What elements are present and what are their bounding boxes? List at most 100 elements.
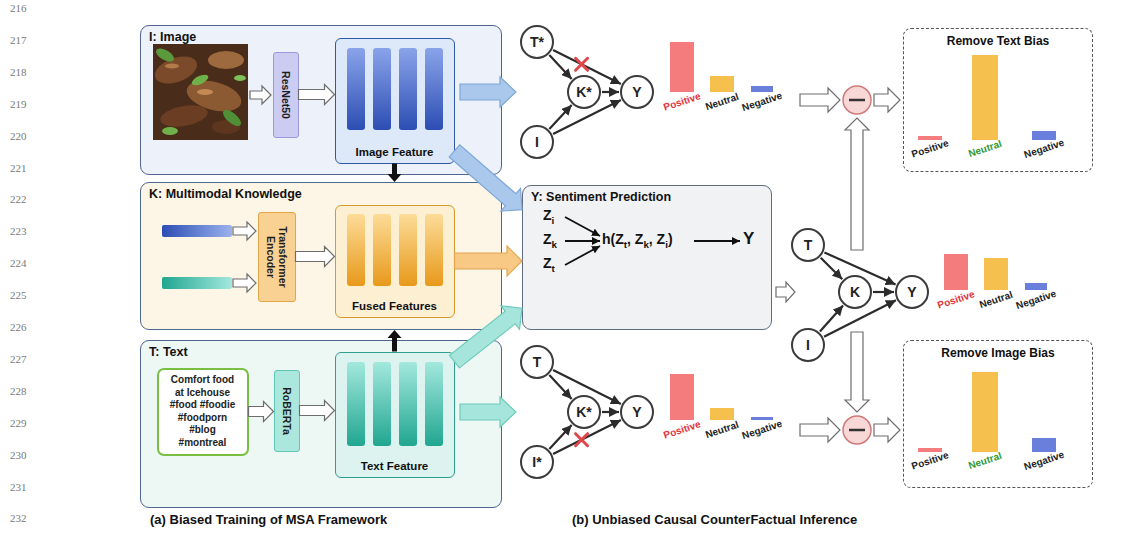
causal-arrow bbox=[602, 411, 619, 413]
causal-arrow bbox=[553, 100, 621, 134]
flow-arrow bbox=[845, 332, 869, 412]
line-number: 216 bbox=[10, 2, 27, 14]
subtract-symbol bbox=[843, 86, 871, 114]
bar bbox=[710, 76, 734, 92]
feature-bar bbox=[425, 48, 443, 130]
causal-node: T* bbox=[520, 25, 554, 59]
bar bbox=[670, 42, 694, 92]
feature-symbol: Zi bbox=[543, 207, 554, 226]
photo-meat bbox=[208, 51, 244, 69]
bar-chart bbox=[918, 372, 1056, 452]
feature-box: Fused Features bbox=[335, 205, 455, 318]
flow-arrow bbox=[874, 88, 900, 112]
variable-name: T bbox=[804, 237, 813, 253]
encoder-name: ResNet50 bbox=[279, 56, 291, 134]
line-number: 226 bbox=[10, 321, 27, 333]
causal-arrow bbox=[824, 300, 896, 337]
cut-mark bbox=[576, 434, 588, 446]
flow-arrow bbox=[845, 118, 869, 250]
line-number: 225 bbox=[10, 289, 27, 301]
line-number: 221 bbox=[10, 162, 27, 174]
feature-bar bbox=[347, 48, 365, 130]
flow-arrow bbox=[449, 145, 522, 211]
causal-arrow bbox=[549, 105, 571, 129]
bar bbox=[972, 55, 998, 140]
encoder-name: RoBERTa bbox=[280, 374, 292, 448]
bar bbox=[1032, 438, 1056, 452]
photo-meat bbox=[151, 51, 201, 89]
food-photo bbox=[151, 44, 248, 140]
bar bbox=[751, 86, 773, 92]
causal-node: T bbox=[520, 345, 554, 379]
flow-arrow bbox=[388, 164, 402, 183]
flow-arrow bbox=[800, 88, 840, 112]
class-label: Negative bbox=[740, 90, 783, 113]
subtract-symbol bbox=[843, 416, 871, 444]
subscript: t bbox=[624, 239, 627, 250]
flow-arrow bbox=[300, 401, 335, 421]
encoder-box: Transformer Encoder bbox=[258, 212, 296, 302]
text-feature-bars bbox=[347, 362, 443, 446]
photo-meat bbox=[212, 120, 240, 134]
input-arrow bbox=[565, 240, 600, 242]
causal-arrow bbox=[824, 252, 895, 284]
causal-node: T bbox=[791, 228, 825, 262]
photo-meat bbox=[183, 75, 244, 117]
image-token-bar bbox=[162, 225, 232, 237]
bar bbox=[918, 136, 942, 140]
photo-highlight bbox=[197, 89, 213, 95]
line-number: 232 bbox=[10, 512, 27, 524]
causal-arrow bbox=[549, 55, 571, 79]
subscript: k bbox=[552, 239, 557, 250]
class-label: Negative bbox=[740, 418, 783, 441]
line-number: 224 bbox=[10, 257, 27, 269]
causal-node: I bbox=[791, 328, 825, 362]
class-label: Positive bbox=[662, 90, 702, 112]
line-number: 218 bbox=[10, 66, 27, 78]
causal-arrow bbox=[873, 291, 894, 293]
photo-leaf bbox=[220, 107, 243, 129]
photo-meat bbox=[159, 102, 210, 130]
line-number: 230 bbox=[10, 449, 27, 461]
class-label: Positive bbox=[662, 418, 702, 440]
flow-arrow bbox=[296, 247, 335, 267]
flow-arrow bbox=[249, 402, 274, 422]
result-box: Remove Image BiasPositiveNeutralNegative bbox=[903, 340, 1093, 488]
module-panel: K: Multimodal KnowledgeTransformer Encod… bbox=[140, 182, 502, 330]
image-flow-arrow bbox=[460, 77, 516, 107]
flow-arrow bbox=[250, 86, 271, 104]
flow-arrow bbox=[455, 246, 523, 276]
panel-title: K: Multimodal Knowledge bbox=[149, 187, 302, 201]
class-label: Positive bbox=[910, 449, 950, 471]
line-number: 220 bbox=[10, 130, 27, 142]
feature-bar bbox=[373, 214, 391, 286]
class-label: Negative bbox=[1022, 449, 1065, 472]
subfigure-caption: (b) Unbiased Causal CounterFactual Infer… bbox=[572, 512, 857, 527]
photo-ground bbox=[153, 44, 248, 140]
causal-arrow bbox=[553, 370, 621, 404]
flow-arrow bbox=[874, 418, 900, 442]
causal-arrow bbox=[549, 425, 571, 449]
subtract-symbol bbox=[849, 99, 865, 102]
feature-box: Image Feature bbox=[335, 38, 455, 164]
causal-arrow bbox=[549, 375, 571, 399]
causal-arrow bbox=[820, 305, 843, 331]
cut-mark bbox=[576, 434, 588, 446]
cut-mark bbox=[576, 58, 588, 70]
prediction-panel: Y: Sentiment PredictionZiZkZth(Zt, Zk, Z… bbox=[522, 185, 772, 330]
encoder-box: ResNet50 bbox=[273, 52, 299, 138]
variable-name: I bbox=[806, 337, 810, 353]
cut-mark bbox=[576, 58, 588, 70]
causal-arrow bbox=[553, 420, 621, 454]
causal-node: Y bbox=[620, 395, 654, 429]
subscript: k bbox=[643, 239, 648, 250]
line-number: 229 bbox=[10, 417, 27, 429]
feature-name: Fused Features bbox=[336, 300, 454, 312]
photo-highlight bbox=[165, 64, 179, 69]
bar bbox=[972, 372, 998, 452]
line-number: 227 bbox=[10, 353, 27, 365]
